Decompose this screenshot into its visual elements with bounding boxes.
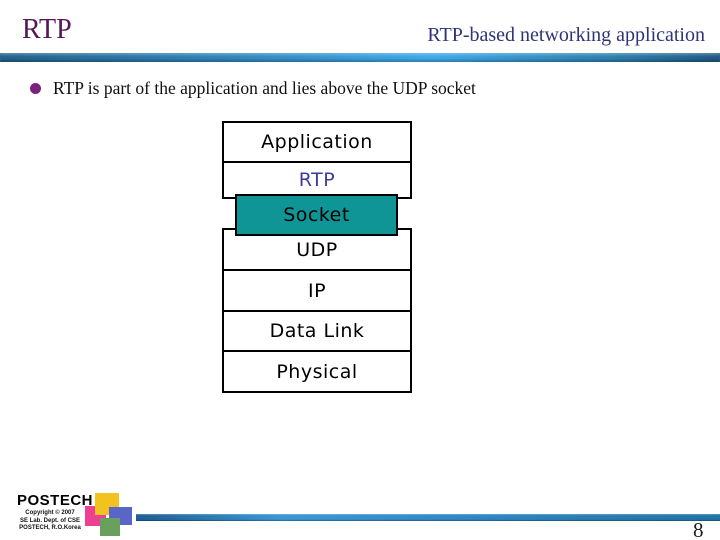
page-number: 8 (693, 518, 704, 540)
bullet-icon (30, 83, 41, 94)
slide-title: RTP-based networking application (427, 24, 705, 46)
header-divider-bar (0, 53, 720, 62)
slide-section-title: RTP (22, 14, 72, 45)
layer-physical: Physical (224, 350, 410, 391)
socket-box: Socket (235, 194, 398, 236)
protocol-stack-upper: Application RTP (222, 121, 412, 199)
layer-rtp: RTP (224, 161, 410, 197)
copyright-block: Copyright © 2007 SE Lab. Dept. of CSE PO… (18, 510, 82, 533)
postech-logo-text: POSTECH (17, 492, 94, 509)
footer-divider-bar (136, 514, 720, 521)
copyright-line-1: Copyright © 2007 (25, 510, 75, 516)
logo-square-green (100, 518, 120, 536)
protocol-stack-lower: UDP IP Data Link Physical (222, 228, 412, 393)
bullet-item: RTP is part of the application and lies … (30, 78, 476, 99)
copyright-line-3: POSTECH, R.O.Korea (19, 525, 81, 531)
layer-data-link: Data Link (224, 310, 410, 350)
bullet-text: RTP is part of the application and lies … (53, 78, 476, 98)
copyright-line-2: SE Lab. Dept. of CSE (19, 517, 80, 524)
layer-ip: IP (224, 269, 410, 310)
layer-udp: UDP (296, 238, 338, 261)
layer-application: Application (261, 131, 373, 153)
